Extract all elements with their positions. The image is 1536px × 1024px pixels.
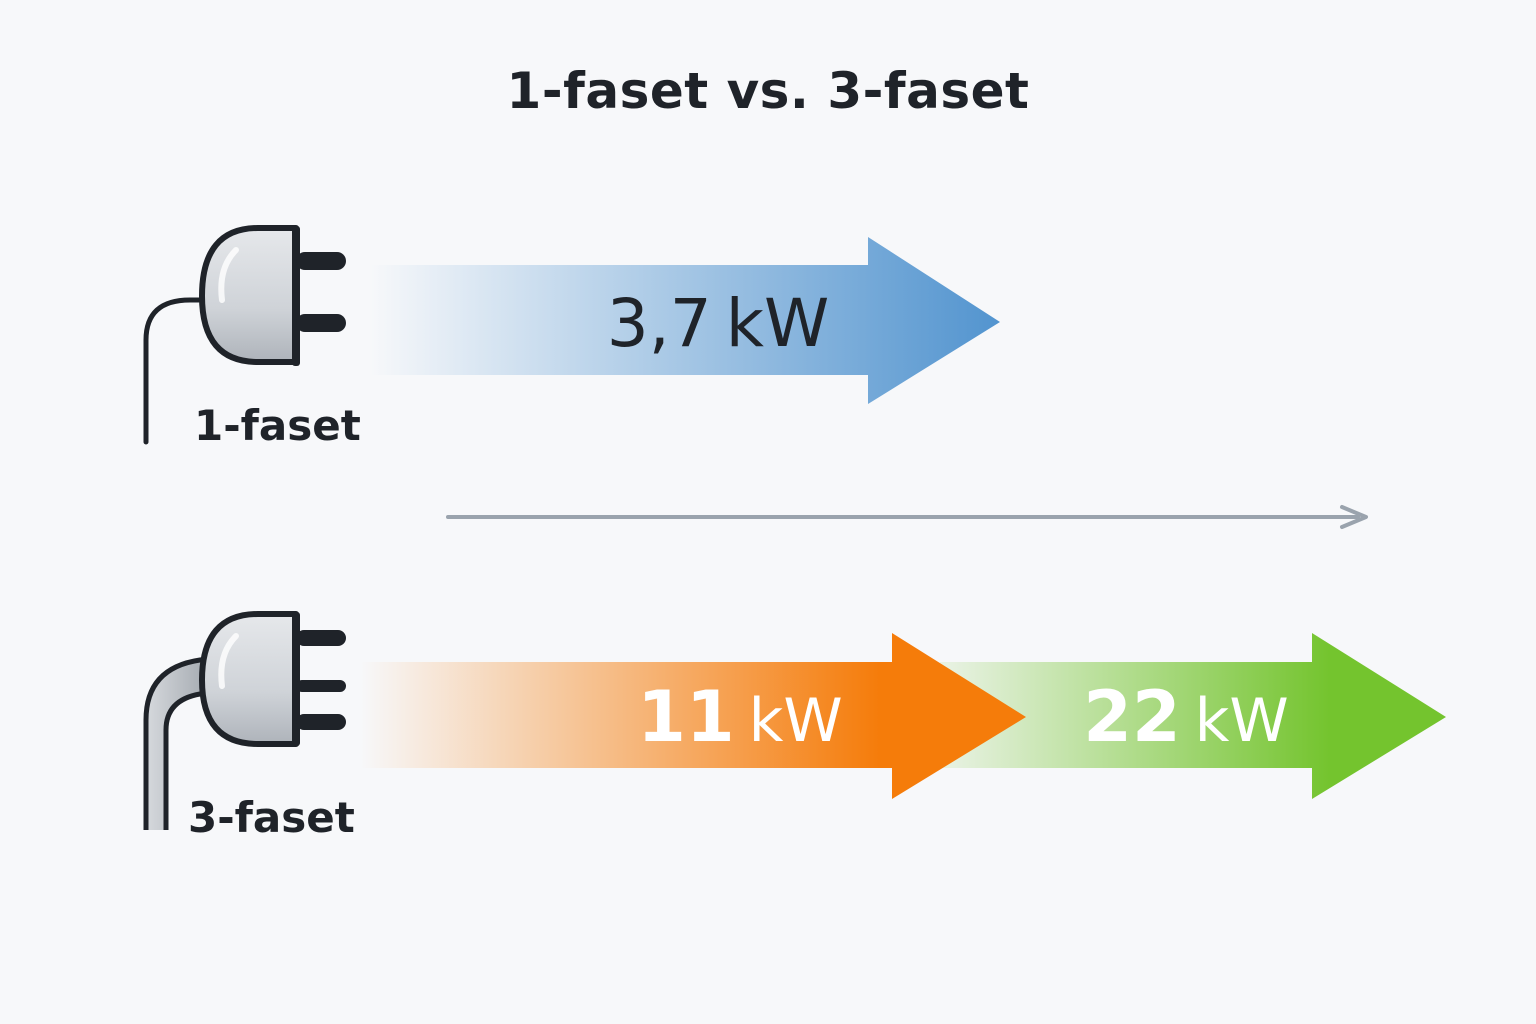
- arrow-3-7kw: [370, 237, 1000, 404]
- diagram-title: 1-faset vs. 3-faset: [506, 62, 1030, 120]
- divider-arrow: [446, 505, 1368, 529]
- plug-label-three-phase: 3-faset: [188, 793, 355, 842]
- plug-icon-three-phase: [143, 611, 346, 830]
- arrow-11kw: [360, 633, 1026, 799]
- arrow-22kw: [940, 633, 1446, 799]
- plug-label-single-phase: 1-faset: [194, 401, 361, 450]
- plug-icon-single-phase: [143, 225, 346, 445]
